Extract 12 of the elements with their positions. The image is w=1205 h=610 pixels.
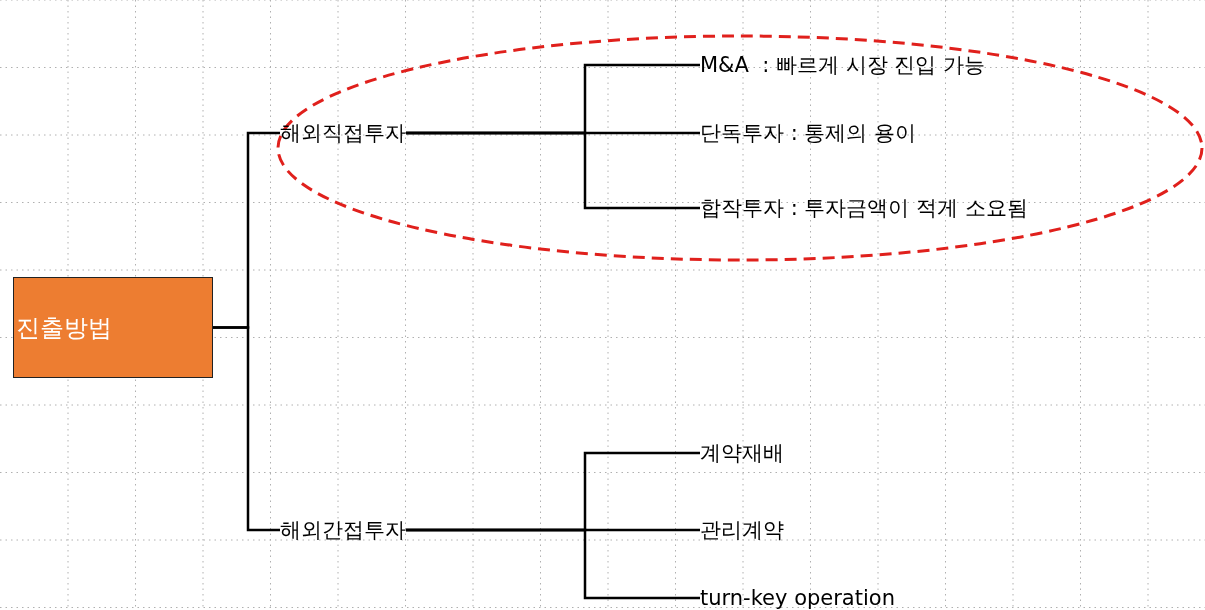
connector-line [406,131,700,210]
branch-label: 관리계약 [700,517,784,543]
connector-line [213,326,280,532]
branch-label: M&A : 빠르게 시장 진입 가능 [700,52,985,78]
branch-label: 계약재배 [700,440,784,466]
root-box: 진출방법 [13,277,213,378]
branch-label: 합작투자 : 투자금액이 적게 소요됨 [700,195,1028,221]
branch-label: turn-key operation [700,585,895,610]
branch-label: 단독투자 : 통제의 용이 [700,120,917,146]
branch-label: 해외직접투자 [280,120,406,146]
connector-line [406,528,700,600]
branch-label: 해외간접투자 [280,517,406,543]
